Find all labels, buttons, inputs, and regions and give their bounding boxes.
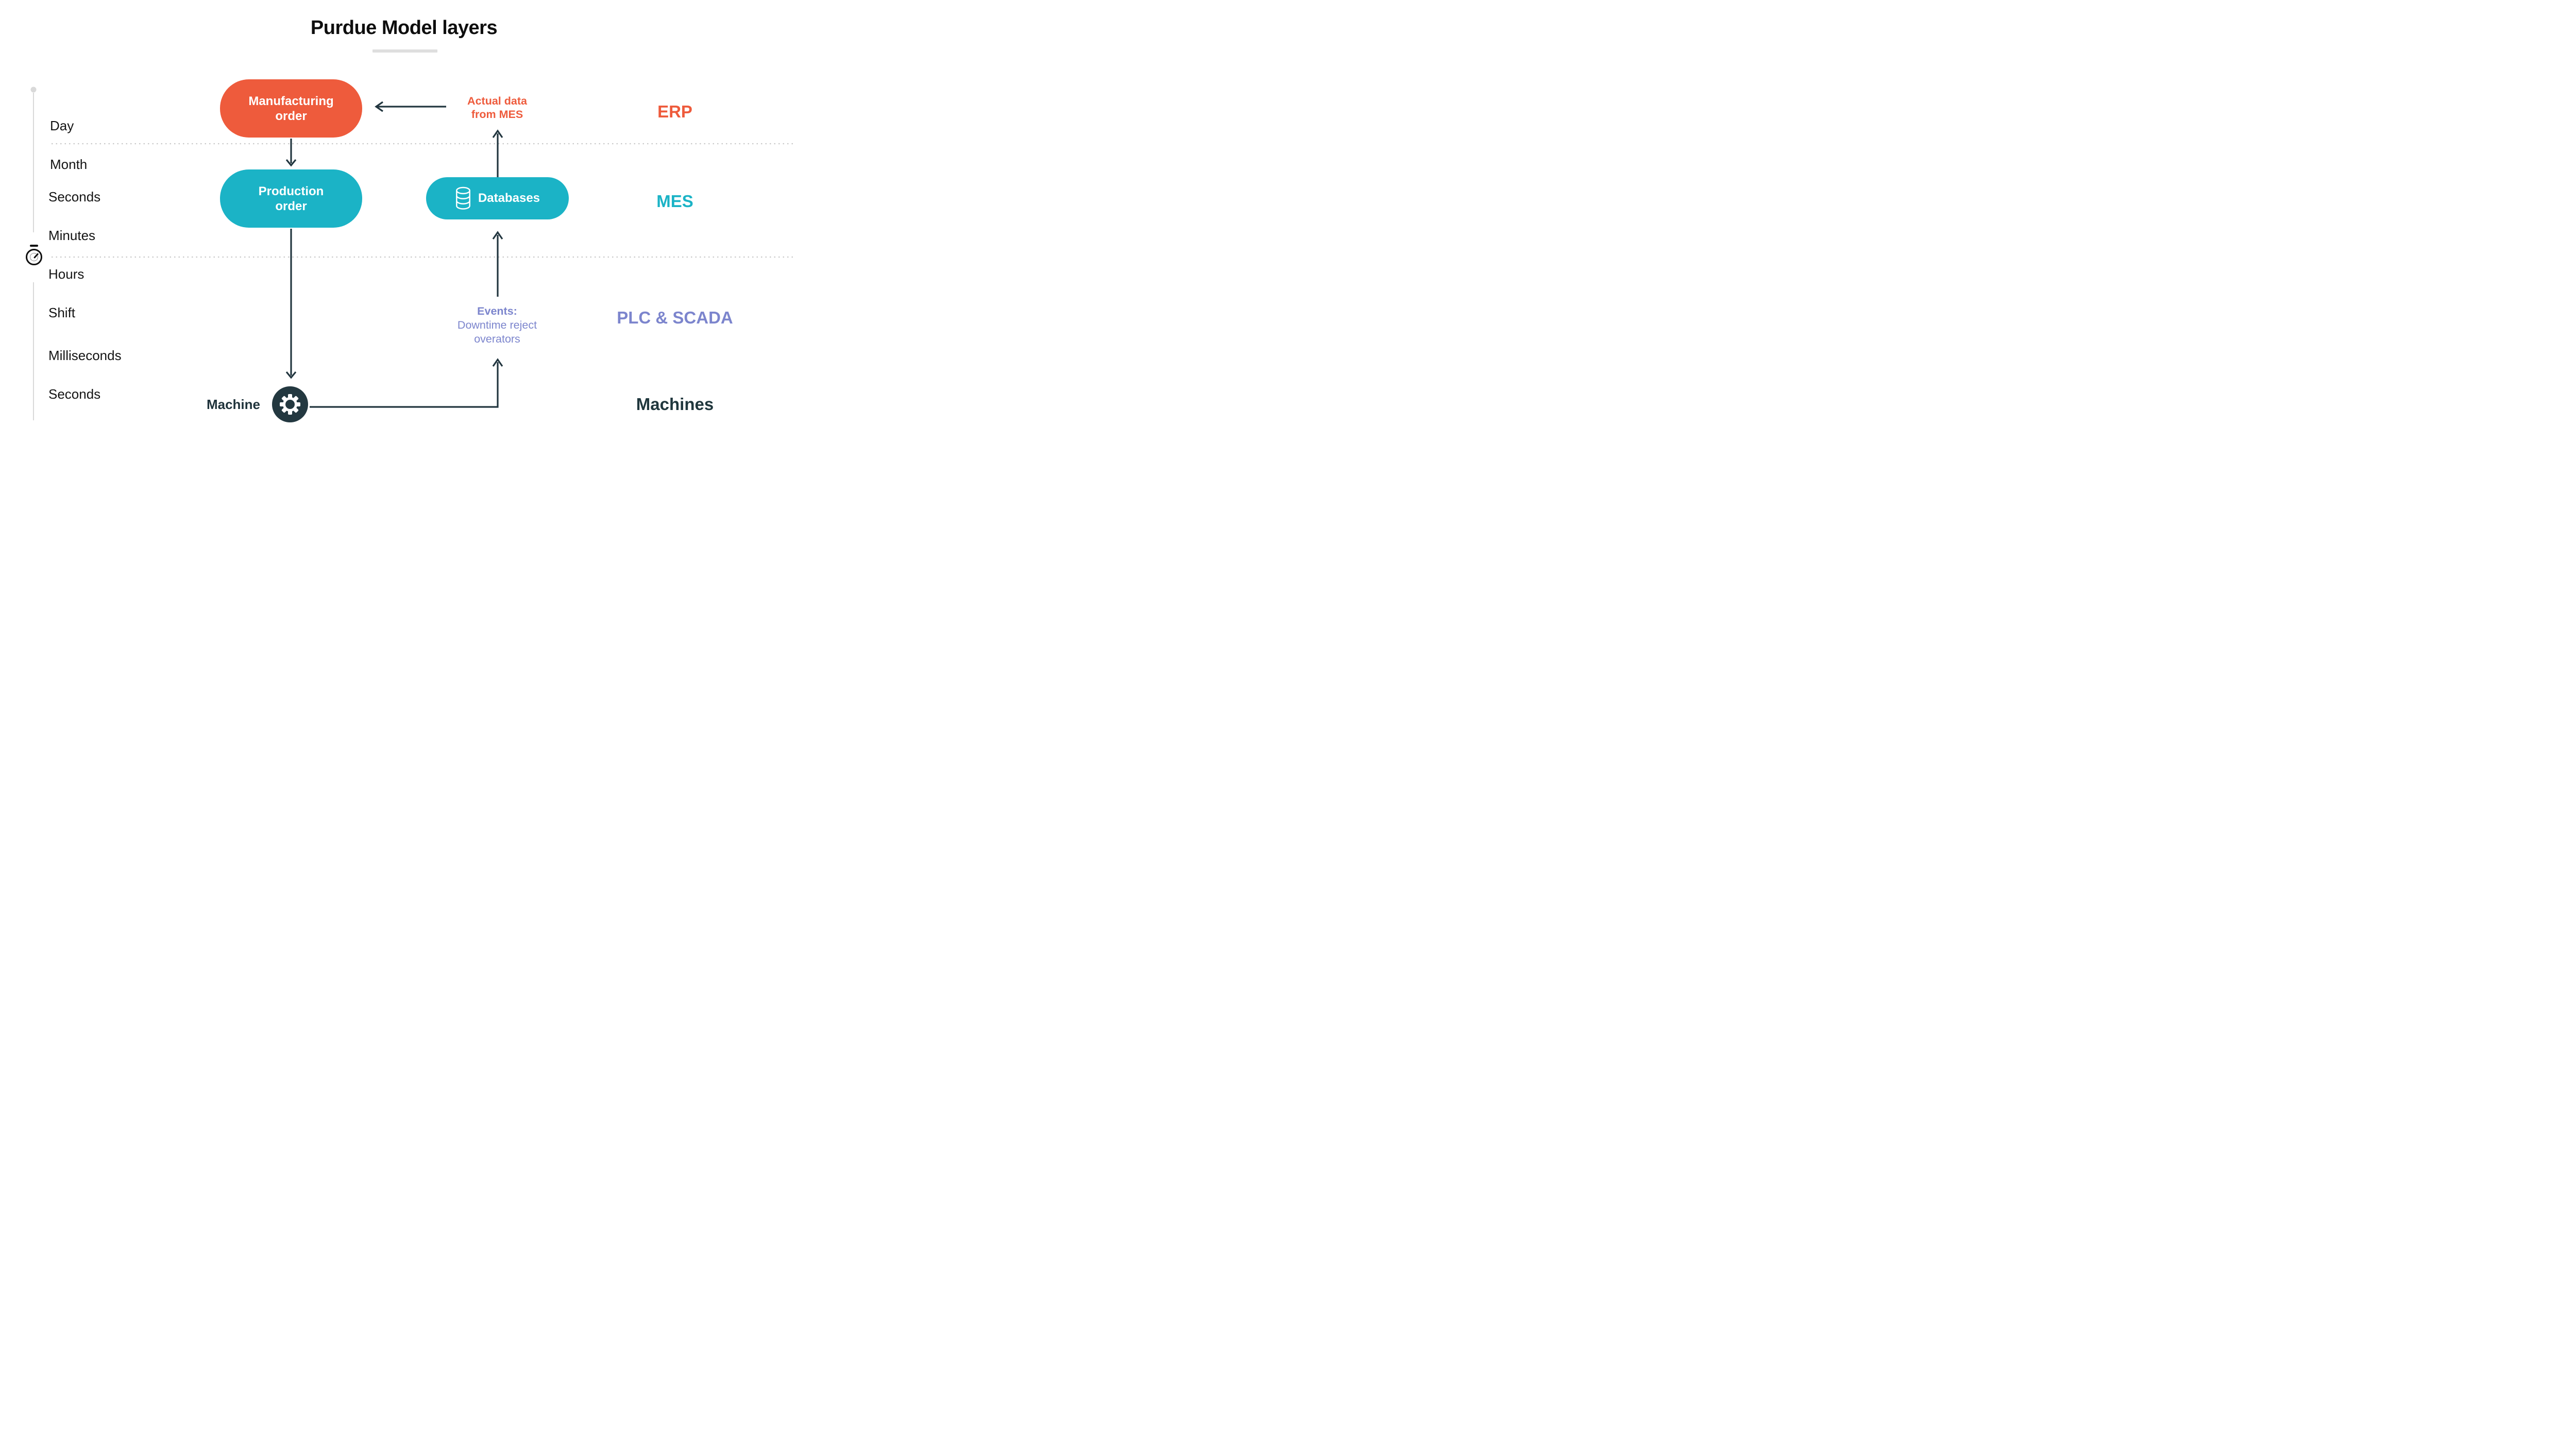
arrow-mes-to-erp-head — [375, 101, 383, 112]
actual-data-annotation: Actual data from MES — [435, 94, 559, 121]
time-label-erp: Day Month — [50, 94, 87, 197]
arrow-db-to-actualdata-head — [492, 129, 503, 138]
manufacturing-order-label-line1: Manufacturing — [248, 94, 334, 108]
arrow-mo-to-po-head — [285, 159, 297, 167]
arrow-machine-to-events-head — [492, 358, 503, 367]
events-line3: overators — [474, 333, 520, 345]
actual-data-line1: Actual data — [467, 95, 527, 107]
machine-label: Machine — [206, 397, 260, 412]
layer-label-mes: MES — [656, 192, 693, 211]
purdue-model-diagram: Purdue Model layers Day Month Seconds — [0, 0, 808, 454]
production-order-node: Production order — [220, 169, 362, 228]
arrow-events-to-db-head — [492, 231, 503, 240]
events-heading: Events: — [477, 305, 517, 317]
databases-label: Databases — [478, 191, 540, 205]
stopwatch-icon — [24, 245, 44, 267]
title-underline — [372, 49, 437, 53]
time-label-month: Month — [50, 157, 88, 172]
time-label-plc: Milliseconds Seconds — [48, 323, 122, 427]
time-label-mes: Seconds Minutes Hours Shift — [48, 165, 100, 345]
time-label-minutes: Minutes — [48, 228, 96, 243]
arrow-po-to-machine-head — [285, 371, 297, 379]
time-label-milliseconds: Milliseconds — [48, 348, 122, 363]
database-icon — [456, 186, 470, 210]
time-label-shift: Shift — [48, 305, 76, 320]
events-annotation: Events: Downtime reject overators — [435, 304, 559, 346]
layer-label-machines: Machines — [636, 395, 714, 414]
manufacturing-order-node: Manufacturing order — [220, 79, 362, 138]
time-label-seconds2: Seconds — [48, 386, 101, 402]
actual-data-line2: from MES — [471, 108, 523, 121]
layer-label-plc-scada: PLC & SCADA — [617, 308, 733, 327]
time-label-hours: Hours — [48, 266, 84, 282]
manufacturing-order-label-line2: order — [275, 109, 307, 123]
machine-node — [272, 386, 308, 422]
timeline-dot — [30, 87, 37, 93]
arrow-machine-to-events-shaft — [310, 362, 499, 408]
time-label-seconds: Seconds — [48, 189, 101, 204]
production-order-label-line1: Production — [258, 184, 324, 198]
production-order-label-line2: order — [275, 199, 307, 213]
page-title: Purdue Model layers — [310, 17, 498, 39]
time-label-day: Day — [50, 118, 74, 133]
events-line2: Downtime reject — [457, 319, 537, 331]
stopwatch-button — [30, 245, 38, 247]
databases-node: Databases — [426, 177, 569, 219]
stopwatch-dial — [30, 253, 38, 261]
layer-label-erp: ERP — [657, 102, 692, 121]
gear-icon — [280, 394, 300, 415]
stopwatch-face — [26, 249, 42, 265]
